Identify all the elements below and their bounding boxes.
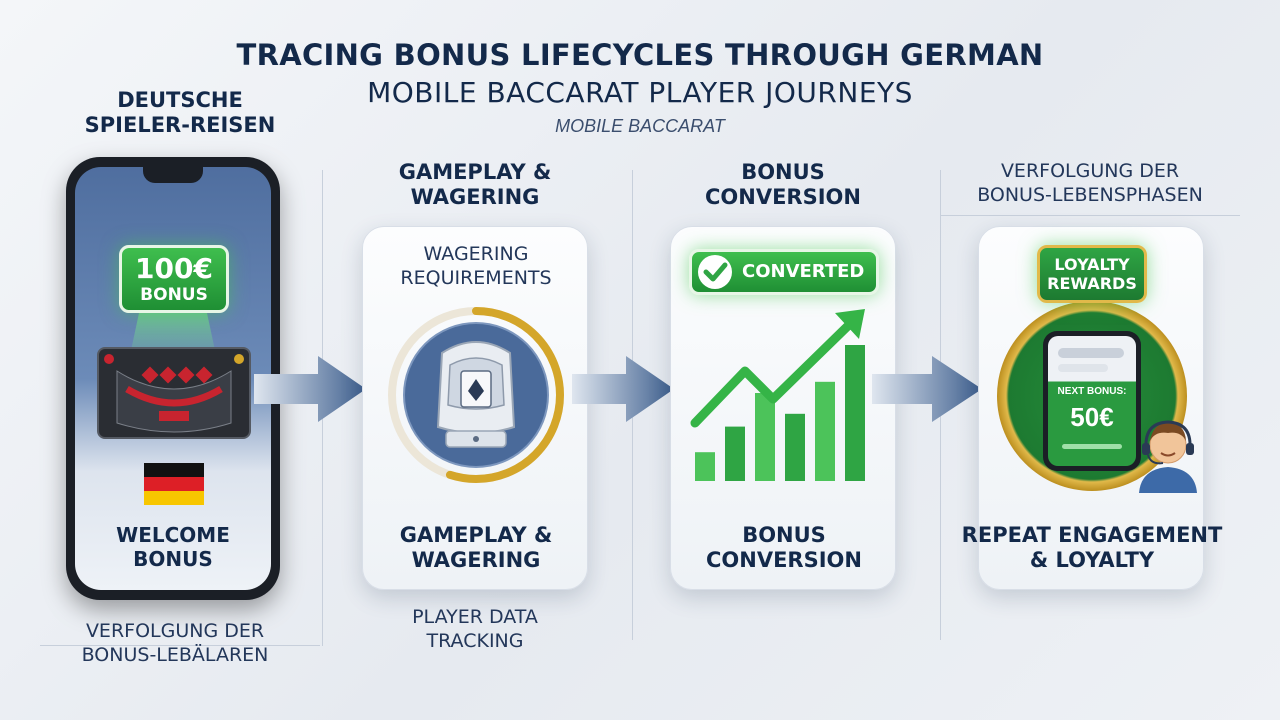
stage-label-bonus-conversion: BONUS CONVERSION — [706, 523, 862, 573]
bonus-amount: 100€ — [135, 252, 213, 285]
page-title-line2: MOBILE BACCARAT PLAYER JOURNEYS — [367, 76, 913, 109]
growth-bar — [755, 393, 775, 481]
flow-arrow — [254, 356, 366, 422]
phone-notch — [143, 167, 203, 183]
mini-phone-progress — [1062, 444, 1122, 449]
flow-arrow — [872, 356, 982, 422]
mini-phone-line — [1058, 364, 1108, 372]
stage-label-loyalty: REPEAT ENGAGEMENT & LOYALTY — [961, 523, 1223, 573]
growth-bar — [725, 426, 745, 481]
growth-bar — [785, 413, 805, 481]
stage4-top-label: VERFOLGUNG DER BONUS-LEBENSPHASEN — [977, 160, 1203, 206]
stage2-top-label: GAMEPLAY & WAGERING — [398, 160, 552, 210]
german-flag-icon — [144, 463, 204, 505]
welcome-bonus-badge: 100€ BONUS — [119, 245, 229, 313]
guide-line — [40, 645, 320, 646]
converted-badge: CONVERTED — [689, 249, 879, 295]
growth-bar — [845, 345, 865, 481]
guide-line — [940, 215, 1240, 216]
phone-screen: 100€ BONUS WELCOME BONUS — [75, 167, 271, 590]
growth-chart-icon — [690, 309, 865, 481]
card-shoe-icon — [436, 341, 516, 448]
converted-badge-text: CONVERTED — [742, 261, 865, 282]
stage3-top-label: BONUS CONVERSION — [705, 160, 861, 210]
baccarat-table-svg — [104, 354, 244, 433]
player-data-caption: PLAYER DATA TRACKING — [412, 606, 538, 652]
growth-bar — [815, 381, 835, 481]
phone-top-label: DEUTSCHE SPIELER-REISEN — [84, 88, 276, 138]
stage2-card: WAGERING REQUIREMENTS GAMEPLAY & WAGERIN… — [362, 226, 588, 590]
stage3-card: CONVERTED BONUS CONVERSION — [670, 226, 896, 590]
page-title: TRACING BONUS LIFECYCLES THROUGH GERMAN — [236, 38, 1044, 72]
next-bonus-label: NEXT BONUS: — [1057, 386, 1127, 397]
mini-phone-icon: NEXT BONUS: 50€ — [1043, 331, 1141, 471]
stage-label-gameplay: GAMEPLAY & WAGERING — [399, 523, 553, 573]
next-bonus-value: 50€ — [1070, 402, 1114, 432]
mini-phone-line — [1058, 348, 1124, 358]
stage-label-welcome-bonus: WELCOME BONUS — [116, 523, 230, 571]
wagering-requirements-header: WAGERING REQUIREMENTS — [400, 243, 552, 289]
support-agent-avatar — [1139, 420, 1197, 493]
phone-bottom-caption: VERFOLGUNG DER BONUS-LEBÄLAREN — [81, 620, 269, 666]
page-subtitle: MOBILE BACCARAT — [555, 116, 725, 136]
flow-arrow — [572, 356, 674, 422]
growth-bar — [695, 452, 715, 481]
bonus-word: BONUS — [140, 285, 208, 305]
phone-device: 100€ BONUS WELCOME BONUS — [66, 157, 280, 600]
stage4-card: LOYALTY REWARDS NEXT BONUS: 50€ REPEAT E… — [962, 226, 1222, 590]
baccarat-table-icon — [97, 347, 251, 439]
loyalty-rewards-badge: LOYALTY REWARDS — [1037, 245, 1147, 303]
checkmark-icon — [698, 255, 732, 289]
